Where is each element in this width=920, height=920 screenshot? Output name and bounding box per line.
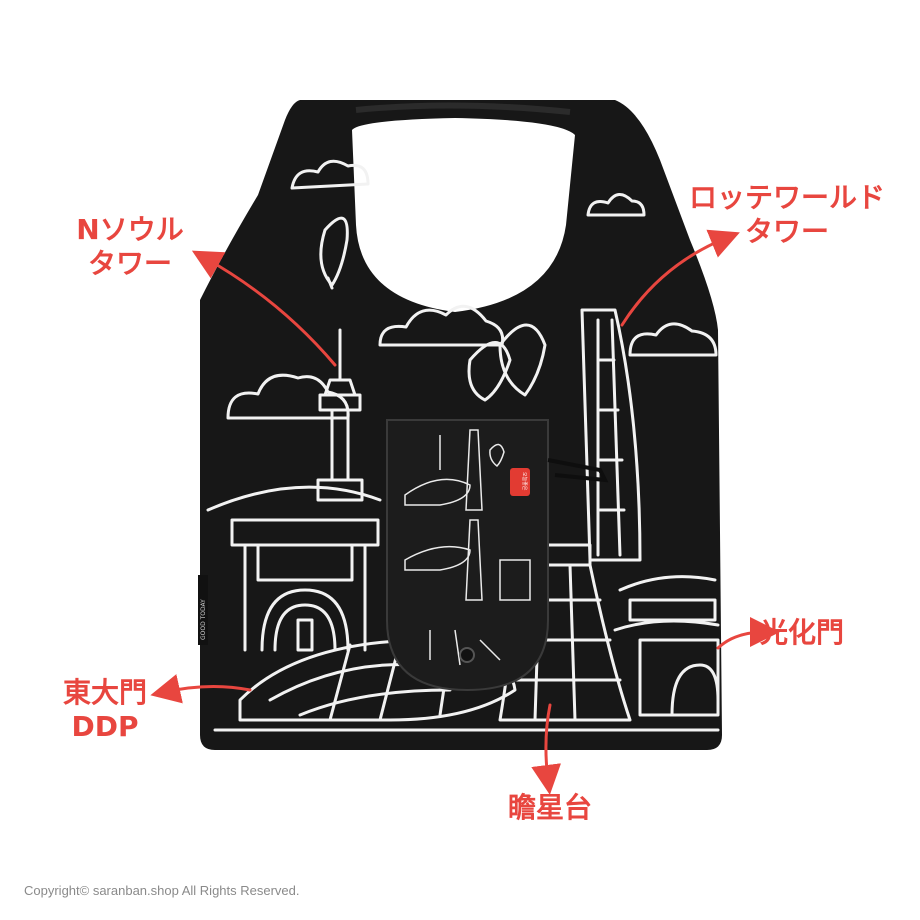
label-dongdaemun-ddp-line1: 東大門 bbox=[62, 676, 147, 709]
gwanghwamun-art bbox=[613, 575, 720, 717]
cloud-right bbox=[628, 322, 718, 357]
side-tag bbox=[198, 575, 208, 645]
label-n-seoul-tower-line1: Nソウル bbox=[76, 213, 184, 246]
copyright-notice: Copyright© saranban.shop All Rights Rese… bbox=[24, 883, 300, 898]
label-lotte-world-tower-line1: ロッテワールド bbox=[688, 181, 885, 214]
balloon-mid-left bbox=[467, 341, 512, 402]
arrow-n-seoul-tower bbox=[191, 250, 337, 367]
balloon-mid-right bbox=[498, 323, 547, 397]
tote-bag bbox=[198, 100, 722, 750]
lotte-world-tower-art bbox=[580, 308, 642, 562]
side-tag-text: GOOD TODAY bbox=[200, 599, 207, 640]
cloud-mid bbox=[378, 304, 505, 347]
snap-button bbox=[459, 647, 475, 663]
balloon-left-basket bbox=[326, 276, 334, 290]
label-lotte-world-tower: ロッテワールド タワー bbox=[672, 181, 902, 249]
hill bbox=[206, 485, 382, 512]
balloon-left bbox=[319, 216, 349, 287]
label-n-seoul-tower-line2: タワー bbox=[87, 247, 172, 280]
label-dongdaemun-ddp-line2: DDP bbox=[71, 710, 139, 743]
gate-building-art bbox=[230, 518, 380, 652]
strap-highlight bbox=[355, 102, 571, 115]
arrow-ddp bbox=[150, 674, 252, 704]
arrow-gwanghwamun bbox=[716, 617, 780, 650]
label-gwanghwamun: 光化門 bbox=[760, 616, 845, 649]
folding-pocket bbox=[386, 419, 549, 692]
brand-logo-tag bbox=[510, 468, 530, 496]
label-lotte-world-tower-line2: タワー bbox=[744, 215, 829, 248]
pocket-logo-text: 오늘좋은 bbox=[521, 472, 528, 491]
arrow-cheomseongdae bbox=[531, 703, 562, 795]
n-seoul-tower-art bbox=[316, 328, 364, 502]
label-dongdaemun-ddp: 東大門 DDP bbox=[40, 676, 170, 744]
cloud-left bbox=[226, 373, 350, 420]
arrow-lotte-world-tower bbox=[620, 229, 740, 327]
cloud-top-left bbox=[290, 159, 370, 190]
label-cheomseongdae: 瞻星台 bbox=[507, 791, 592, 824]
annotation-arrows bbox=[150, 229, 780, 795]
side-cord bbox=[547, 458, 609, 483]
label-n-seoul-tower: Nソウル タワー bbox=[50, 213, 210, 281]
cloud-top-right bbox=[586, 193, 646, 217]
